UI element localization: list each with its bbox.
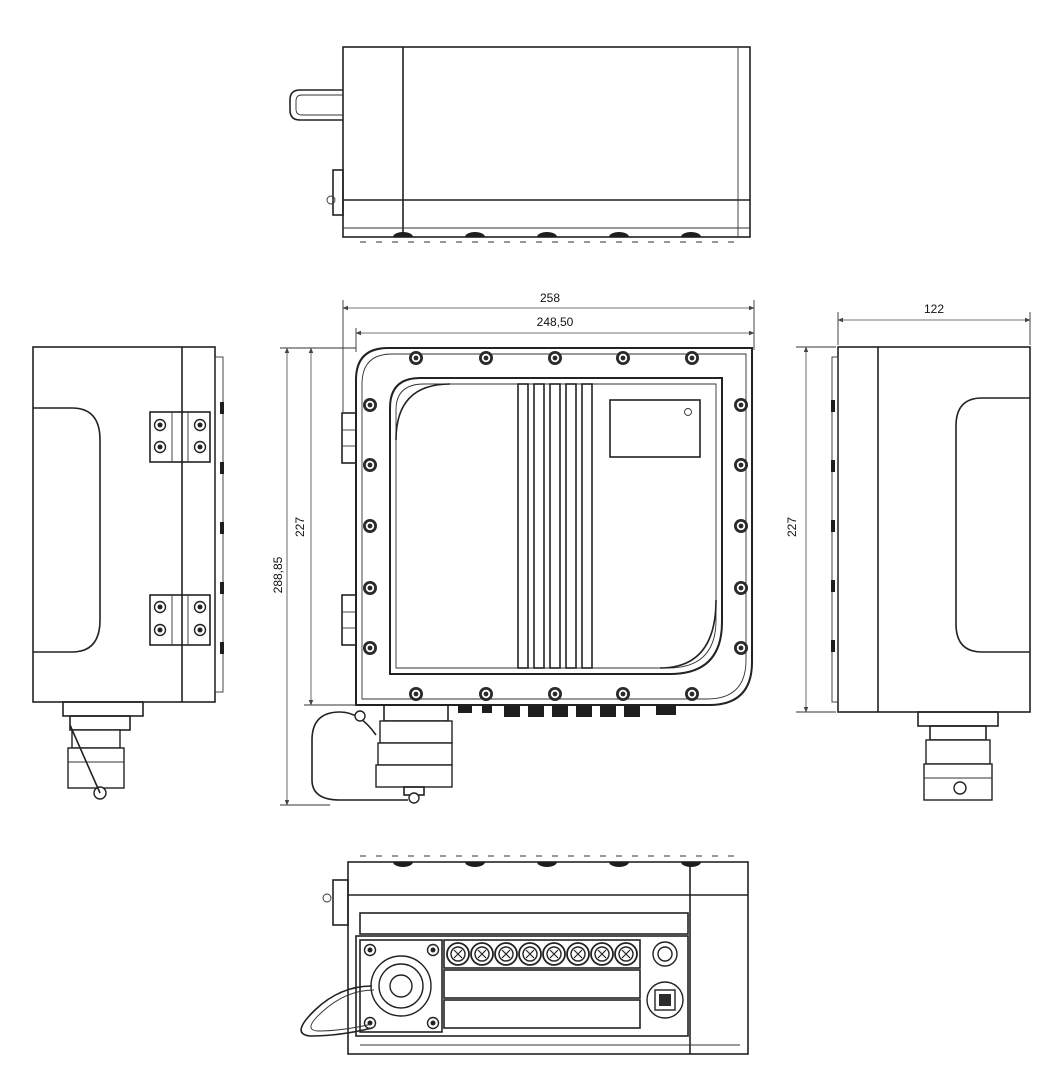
dim-body-height: 227 <box>293 517 307 537</box>
lid-bolts <box>363 351 748 701</box>
top-view <box>289 46 751 243</box>
right-side-view: 122 227 <box>785 302 1031 801</box>
hinge-upper <box>149 411 211 463</box>
cooling-fins <box>517 383 593 669</box>
front-view: 258 248,50 288,85 227 <box>271 291 755 806</box>
cable-glands <box>446 942 638 966</box>
left-side-view <box>32 346 224 800</box>
dim-depth: 122 <box>924 302 944 316</box>
hinge-lower <box>149 594 211 646</box>
dim-side-height: 227 <box>785 517 799 537</box>
label-plate <box>609 399 701 458</box>
dim-inner-width: 248,50 <box>537 315 574 329</box>
bottom-view <box>300 855 749 1055</box>
dim-overall-width: 258 <box>540 291 560 305</box>
dim-overall-height: 288,85 <box>271 556 285 593</box>
